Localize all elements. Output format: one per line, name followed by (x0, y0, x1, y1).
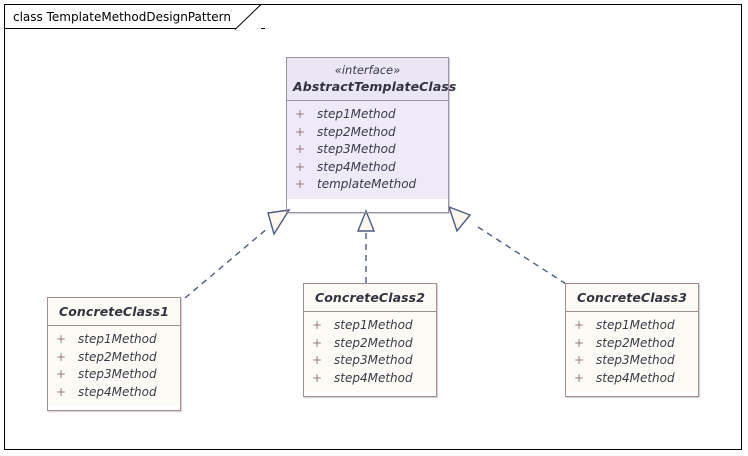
member-name: step1Method (596, 318, 675, 332)
class-name-label: ConcreteClass1 (58, 304, 170, 319)
member-name: step3Method (334, 353, 413, 367)
class-members-abstract-template-class: + step1Method + step2Method + step3Metho… (287, 101, 448, 199)
member-row: + templateMethod (295, 176, 444, 194)
class-name-label: ConcreteClass2 (314, 290, 426, 305)
member-row: + step4Method (295, 159, 444, 177)
member-name: step2Method (78, 349, 157, 364)
member-visibility: + (56, 349, 67, 364)
class-box-concrete-class-1[interactable]: ConcreteClass1 + step1Method + step2Meth… (47, 297, 181, 411)
class-stereotype: «interface» (334, 63, 401, 77)
member-name: step3Method (596, 353, 675, 367)
member-visibility: + (574, 370, 585, 385)
member-name: step1Method (334, 318, 413, 332)
diagram-title-tab[interactable]: class TemplateMethodDesignPattern (4, 4, 265, 29)
member-visibility: + (295, 177, 306, 191)
member-row: + step4Method (574, 370, 694, 388)
member-name: step3Method (317, 142, 396, 156)
member-name: step4Method (596, 370, 675, 385)
member-row: + step2Method (574, 335, 694, 353)
member-row: + step4Method (312, 370, 432, 388)
member-visibility: + (574, 353, 585, 367)
member-row: + step3Method (574, 352, 694, 370)
diagram-title-label: class TemplateMethodDesignPattern (13, 9, 231, 24)
member-name: step1Method (317, 107, 396, 121)
member-row: + step1Method (574, 317, 694, 335)
member-visibility: + (574, 318, 585, 332)
member-visibility: + (56, 332, 67, 346)
member-name: step4Method (78, 384, 157, 399)
member-visibility: + (295, 107, 306, 121)
member-visibility: + (56, 367, 67, 381)
class-header-concrete-class-2: ConcreteClass2 (304, 284, 436, 312)
member-row: + step3Method (295, 141, 444, 159)
member-row: + step1Method (295, 106, 444, 124)
member-visibility: + (295, 124, 306, 139)
member-visibility: + (295, 142, 306, 156)
member-row: + step4Method (56, 384, 176, 402)
class-header-abstract-template-class: «interface» AbstractTemplateClass (287, 58, 457, 101)
member-row: + step2Method (312, 335, 432, 353)
member-visibility: + (312, 370, 323, 385)
class-header-concrete-class-3: ConcreteClass3 (566, 284, 698, 312)
member-row: + step2Method (56, 349, 176, 367)
class-box-concrete-class-3[interactable]: ConcreteClass3 + step1Method + step2Meth… (565, 283, 699, 397)
class-members-concrete-class-3: + step1Method + step2Method + step3Metho… (566, 312, 698, 392)
member-name: step1Method (78, 332, 157, 346)
class-members-concrete-class-2: + step1Method + step2Method + step3Metho… (304, 312, 436, 392)
member-name: step2Method (317, 124, 396, 139)
member-row: + step1Method (312, 317, 432, 335)
member-row: + step3Method (312, 352, 432, 370)
member-visibility: + (295, 159, 306, 174)
member-row: + step2Method (295, 124, 444, 142)
member-visibility: + (312, 318, 323, 332)
class-name-label: AbstractTemplateClass (293, 79, 457, 94)
class-members-concrete-class-1: + step1Method + step2Method + step3Metho… (48, 326, 180, 406)
member-name: templateMethod (317, 177, 417, 191)
member-name: step3Method (78, 367, 157, 381)
class-header-concrete-class-1: ConcreteClass1 (48, 298, 180, 326)
class-name-label: ConcreteClass3 (576, 290, 688, 305)
member-name: step4Method (334, 370, 413, 385)
member-row: + step3Method (56, 366, 176, 384)
member-row: + step1Method (56, 331, 176, 349)
member-visibility: + (312, 353, 323, 367)
member-visibility: + (312, 335, 323, 350)
class-box-concrete-class-2[interactable]: ConcreteClass2 + step1Method + step2Meth… (303, 283, 437, 397)
member-visibility: + (574, 335, 585, 350)
title-tab-slant (234, 4, 265, 30)
member-visibility: + (56, 384, 67, 399)
diagram-frame (4, 4, 742, 450)
member-name: step4Method (317, 159, 396, 174)
member-name: step2Method (596, 335, 675, 350)
member-name: step2Method (334, 335, 413, 350)
class-box-abstract-template-class[interactable]: «interface» AbstractTemplateClass + step… (286, 57, 457, 213)
